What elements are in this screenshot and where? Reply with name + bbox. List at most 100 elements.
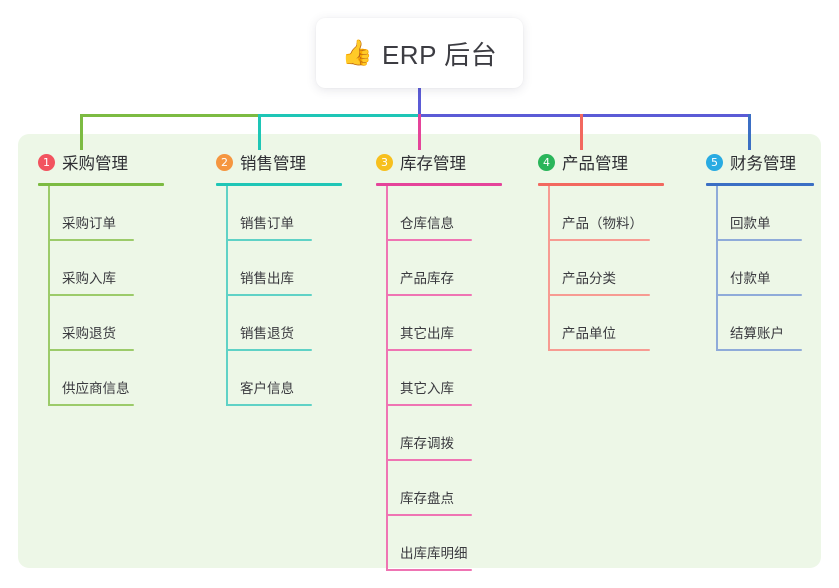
column-items-2: 销售订单销售出库销售退货客户信息: [226, 185, 356, 406]
list-item[interactable]: 回款单: [716, 186, 821, 241]
column-items-5: 回款单付款单结算账户: [716, 185, 821, 351]
list-item-label: 其它入库: [400, 380, 454, 396]
column-title-5: 财务管理: [730, 155, 796, 173]
list-item-label: 出库库明细: [400, 545, 468, 561]
list-item[interactable]: 产品单位: [548, 296, 686, 351]
list-item-rule: [386, 293, 472, 296]
list-item-rule: [226, 238, 312, 241]
list-item-rule: [716, 238, 802, 241]
list-item[interactable]: 产品（物料）: [548, 186, 686, 241]
content-panel: [18, 134, 821, 568]
list-item[interactable]: 仓库信息: [386, 186, 518, 241]
list-item-rule: [226, 403, 312, 406]
column-header-2[interactable]: 2 销售管理: [196, 146, 356, 178]
drop-line-2: [258, 114, 261, 150]
bus-segment-2: [258, 114, 420, 117]
list-item-rule: [48, 348, 134, 351]
column-spine-1: [48, 185, 50, 406]
list-item-rule: [226, 348, 312, 351]
list-item[interactable]: 其它入库: [386, 351, 518, 406]
list-item[interactable]: 产品分类: [548, 241, 686, 296]
list-item-rule: [48, 238, 134, 241]
column-rule-5: [706, 183, 814, 186]
column-header-5[interactable]: 5 财务管理: [686, 146, 821, 178]
list-item-label: 销售订单: [240, 215, 294, 231]
column-badge-3: 3: [376, 153, 393, 171]
list-item-rule: [386, 568, 472, 571]
column-5: 5 财务管理回款单付款单结算账户: [686, 134, 821, 568]
list-item[interactable]: 销售订单: [226, 186, 356, 241]
column-rule-4: [538, 183, 664, 186]
list-item[interactable]: 结算账户: [716, 296, 821, 351]
list-item[interactable]: 客户信息: [226, 351, 356, 406]
column-badge-2: 2: [216, 153, 233, 171]
drop-line-3: [418, 114, 421, 150]
list-item-rule: [386, 458, 472, 461]
list-item[interactable]: 库存调拨: [386, 406, 518, 461]
list-item[interactable]: 库存盘点: [386, 461, 518, 516]
list-item-label: 产品（物料）: [562, 215, 643, 231]
column-badge-5: 5: [706, 153, 723, 171]
column-rule-2: [216, 183, 342, 186]
column-title-2: 销售管理: [240, 155, 306, 173]
trunk-line: [418, 88, 421, 116]
list-item-rule: [386, 403, 472, 406]
page-title: ERP 后台: [381, 39, 498, 70]
list-item-rule: [226, 293, 312, 296]
list-item-rule: [548, 238, 650, 241]
list-item-label: 产品单位: [562, 325, 616, 341]
list-item-label: 产品库存: [400, 270, 454, 286]
list-item-label: 产品分类: [562, 270, 616, 286]
column-header-1[interactable]: 1 采购管理: [18, 146, 196, 178]
list-item-rule: [716, 348, 802, 351]
column-title-1: 采购管理: [62, 155, 128, 173]
column-items-4: 产品（物料） 产品分类产品单位: [548, 185, 686, 351]
list-item[interactable]: 供应商信息: [48, 351, 196, 406]
list-item[interactable]: 付款单: [716, 241, 821, 296]
list-item-rule: [48, 403, 134, 406]
list-item-label: 供应商信息: [62, 380, 130, 396]
drop-line-4: [580, 114, 583, 150]
list-item-label: 客户信息: [240, 380, 294, 396]
column-container: 1 采购管理采购订单采购入库采购退货供应商信息 2 销售管理销售订单销售出库销售退货客…: [18, 134, 821, 571]
bus-segment-3: [418, 114, 750, 117]
list-item-label: 销售退货: [240, 325, 294, 341]
list-item[interactable]: 销售出库: [226, 241, 356, 296]
list-item-label: 采购退货: [62, 325, 116, 341]
list-item-label: 其它出库: [400, 325, 454, 341]
column-2: 2 销售管理销售订单销售出库销售退货客户信息: [196, 134, 356, 568]
list-item-rule: [386, 238, 472, 241]
list-item[interactable]: 出库库明细: [386, 516, 518, 571]
list-item-label: 付款单: [730, 270, 771, 286]
list-item[interactable]: 采购订单: [48, 186, 196, 241]
list-item[interactable]: 采购退货: [48, 296, 196, 351]
list-item[interactable]: 采购入库: [48, 241, 196, 296]
column-badge-1: 1: [38, 153, 55, 171]
drop-line-5: [748, 114, 751, 150]
column-rule-1: [38, 183, 164, 186]
list-item[interactable]: 其它出库: [386, 296, 518, 351]
root-node-card[interactable]: 👍 ERP 后台: [316, 18, 523, 88]
list-item[interactable]: 销售退货: [226, 296, 356, 351]
column-title-4: 产品管理: [562, 155, 628, 173]
bus-segment-1: [80, 114, 260, 117]
column-rule-3: [376, 183, 502, 186]
column-badge-4: 4: [538, 153, 555, 171]
thumbs-up-icon: 👍: [341, 38, 373, 67]
list-item-label: 回款单: [730, 215, 771, 231]
column-header-4[interactable]: 4 产品管理: [518, 146, 686, 178]
column-spine-2: [226, 185, 228, 406]
list-item-rule: [548, 293, 650, 296]
list-item-label: 结算账户: [730, 325, 784, 341]
column-spine-3: [386, 185, 388, 571]
list-item-label: 库存调拨: [400, 435, 454, 451]
column-4: 4 产品管理产品（物料） 产品分类产品单位: [518, 134, 686, 568]
list-item-label: 采购入库: [62, 270, 116, 286]
list-item[interactable]: 产品库存: [386, 241, 518, 296]
column-items-3: 仓库信息产品库存其它出库其它入库库存调拨库存盘点出库库明细: [386, 185, 518, 571]
list-item-label: 销售出库: [240, 270, 294, 286]
drop-line-1: [80, 114, 83, 150]
column-items-1: 采购订单采购入库采购退货供应商信息: [48, 185, 196, 406]
